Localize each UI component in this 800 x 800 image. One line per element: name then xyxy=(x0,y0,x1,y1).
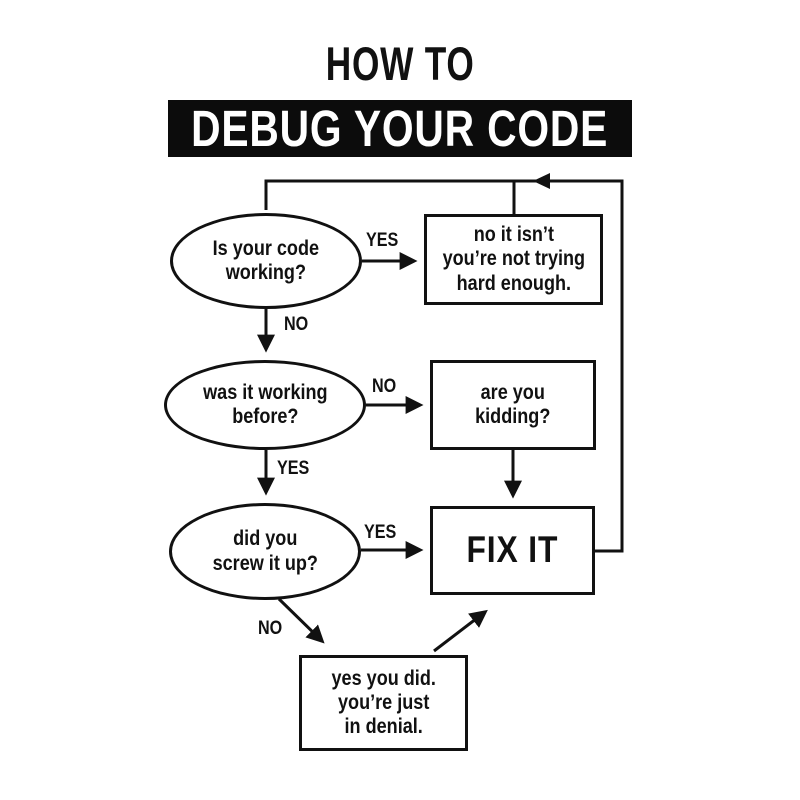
node-was-it-working-before: was it working before? xyxy=(164,360,366,450)
node-is-your-code-working-text: Is your code working? xyxy=(212,236,320,284)
node-are-you-kidding-text: are you kidding? xyxy=(475,380,551,428)
arrow-denial-to-fix xyxy=(433,609,488,653)
node-no-it-isnt: no it isn’t you’re not trying hard enoug… xyxy=(424,214,603,305)
node-no-it-isnt-text: no it isn’t you’re not trying hard enoug… xyxy=(442,223,585,295)
edge-label-q1-no: NO xyxy=(284,314,309,335)
node-yes-you-did-denial: yes you did. you’re just in denial. xyxy=(299,655,468,751)
node-fix-it-text: FIX IT xyxy=(466,529,559,571)
node-are-you-kidding: are you kidding? xyxy=(430,360,596,450)
node-is-your-code-working: Is your code working? xyxy=(170,213,362,309)
poster-title-banner: DEBUG YOUR CODE xyxy=(168,100,632,157)
poster-title-line1: HOW TO xyxy=(0,36,800,91)
node-fix-it: FIX IT xyxy=(430,506,595,595)
node-did-you-screw-it-up-text: did you screw it up? xyxy=(212,527,318,575)
title-how-to-text: HOW TO xyxy=(325,37,475,90)
edge-label-q3-no: NO xyxy=(258,618,283,639)
node-did-you-screw-it-up: did you screw it up? xyxy=(169,503,361,600)
edge-label-q1-yes: YES xyxy=(366,230,399,251)
title-debug-your-code-text: DEBUG YOUR CODE xyxy=(191,100,609,157)
loop-left-arrowhead xyxy=(533,173,550,189)
edge-label-q3-yes: YES xyxy=(364,522,397,543)
edge-label-q2-yes: YES xyxy=(277,458,310,479)
node-yes-you-did-denial-text: yes you did. you’re just in denial. xyxy=(331,666,436,739)
edge-label-q2-no: NO xyxy=(372,376,397,397)
node-was-it-working-before-text: was it working before? xyxy=(202,380,328,428)
